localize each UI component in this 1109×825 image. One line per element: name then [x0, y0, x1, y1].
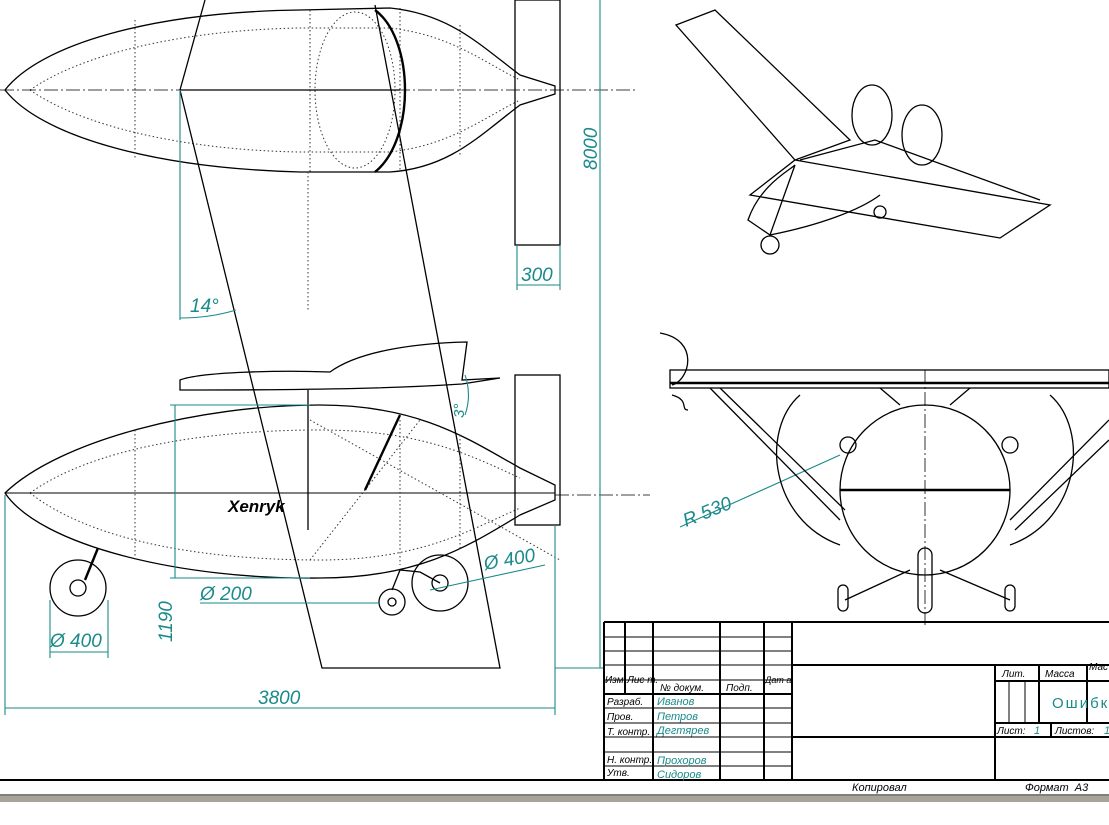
role-checker: Пров. [607, 712, 633, 723]
sheet-value: 1 [1034, 725, 1040, 737]
dim-sweep: 14° [190, 296, 219, 317]
side-wing [179, 341, 501, 391]
nose-wheel [49, 559, 107, 617]
mass-label: Масса [1045, 669, 1075, 680]
format-label: Формат А3 [1025, 782, 1089, 794]
dim-radius: R 530 [680, 493, 735, 532]
name-developer: Иванов [657, 696, 695, 708]
tail-wheel [378, 588, 406, 616]
role-approver: Утв. [606, 768, 630, 779]
title-block: Изм. Лис т. № докум. Подп. Дат а Разраб.… [605, 662, 1109, 794]
wing-projection [179, 0, 501, 669]
copied-label: Копировал [852, 782, 907, 794]
main-wheel [411, 554, 469, 612]
top-view [0, 0, 635, 669]
name-norm-control: Прохоров [657, 755, 707, 767]
dimensions: 8000 300 14° 3° 3800 1190 Ø 400 Ø 200 Ø … [4, 0, 841, 715]
role-developer: Разраб. [607, 696, 643, 708]
hdr-list: Лис т. [626, 675, 658, 686]
dim-small-wheel: Ø 200 [199, 584, 252, 605]
title-block-frame [0, 621, 1109, 802]
scale-label: Мас [1089, 662, 1108, 673]
dim-main-wheel: Ø 400 [481, 545, 537, 575]
top-tail [514, 0, 561, 246]
name-tech-control: Дегтярев [655, 725, 709, 737]
name-checker: Петров [657, 711, 698, 723]
hdr-date: Дат а [764, 675, 791, 685]
role-norm-control: Н. контр. [607, 755, 652, 766]
dim-span: 8000 [581, 127, 602, 170]
isometric-view [674, 9, 1052, 255]
dim-tail-width: 300 [521, 265, 553, 286]
sheet-label: Лист: [996, 726, 1026, 737]
side-tail [514, 374, 561, 526]
name-approver: Сидоров [657, 769, 701, 781]
hdr-izm: Изм. [605, 675, 626, 686]
dim-nose-wheel: Ø 400 [49, 631, 102, 652]
error-text: Ошибк [1052, 695, 1109, 712]
hdr-sign: Подп. [726, 683, 753, 694]
dim-height: 1190 [156, 601, 177, 642]
lit-label: Лит. [1001, 669, 1025, 680]
dim-length: 3800 [258, 688, 301, 709]
role-tech-control: Т. контр. [607, 727, 650, 738]
sheets-value: 1 [1104, 725, 1109, 737]
fuselage-label: Xenryk [227, 497, 286, 516]
side-view: Xenryk [4, 341, 650, 617]
front-view [659, 332, 1109, 625]
front-wing [669, 369, 1109, 389]
sheets-label: Листов: [1054, 726, 1094, 737]
dim-incidence: 3° [451, 404, 468, 418]
hdr-doc-no: № докум. [660, 683, 704, 694]
